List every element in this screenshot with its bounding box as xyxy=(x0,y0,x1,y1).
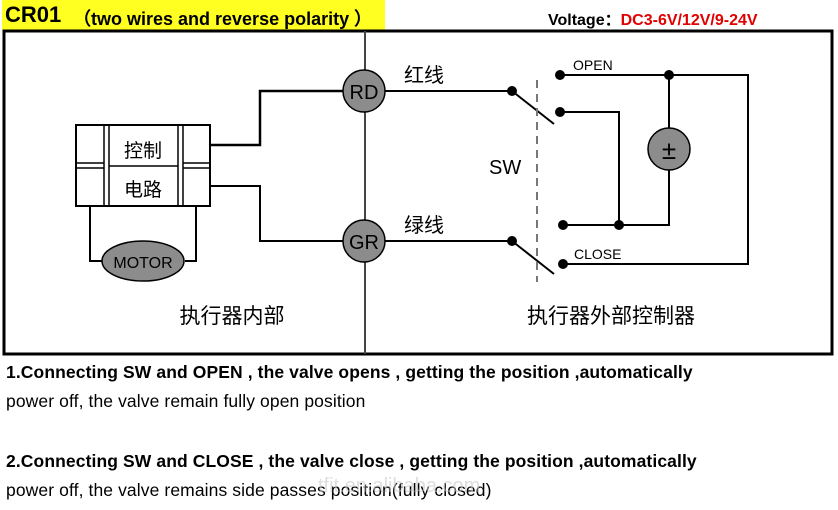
motor-icon xyxy=(101,240,185,282)
control-circuit-block: 控制 电路 xyxy=(75,124,211,207)
watermark: tfit.en.alibaba.com xyxy=(318,475,481,497)
instruction-2-line2: power off, the valve remains side passes… xyxy=(6,480,492,500)
instruction-1-line1: 1.Connecting SW and OPEN , the valve ope… xyxy=(6,362,693,382)
switch-arm-bottom xyxy=(511,240,555,275)
green-terminal-label: GR xyxy=(349,232,379,254)
common-wire xyxy=(560,111,620,225)
voltage-value: DC3-6V/12V/9-24V xyxy=(620,12,758,29)
power-wire-bottom xyxy=(619,170,670,226)
title-highlight-bar xyxy=(2,0,385,30)
instruction-1-term-open: OPEN xyxy=(192,362,243,382)
instruction-1-prefix: Connecting xyxy=(20,362,124,382)
instruction-2-term-sw: SW xyxy=(123,451,152,471)
instruction-1-line2: power off, the valve remain fully open p… xyxy=(6,391,366,411)
control-circuit-label-2: 电路 xyxy=(124,179,162,201)
diagram-frame xyxy=(2,29,834,356)
inside-actuator-label: 执行器内部 xyxy=(180,304,285,328)
switch-label: SW xyxy=(489,157,521,179)
voltage-spec: Voltage：DC3-6V/12V/9-24V xyxy=(548,6,758,30)
instruction-2-number: 2. xyxy=(6,451,21,471)
instruction-2-line1: 2.Connecting SW and CLOSE , the valve cl… xyxy=(6,451,697,471)
motor-block: MOTOR xyxy=(89,206,197,282)
control-circuit-label-1: 控制 xyxy=(124,140,162,162)
motor-label: MOTOR xyxy=(113,255,172,272)
external-controller-label: 执行器外部控制器 xyxy=(527,304,695,328)
power-symbol: ± xyxy=(662,135,676,165)
red-wire-label: 红线 xyxy=(404,63,444,87)
open-label: OPEN xyxy=(573,57,613,73)
green-wire-inner xyxy=(210,185,343,242)
instruction-1: 1.Connecting SW and OPEN , the valve ope… xyxy=(6,362,693,412)
voltage-label: Voltage： xyxy=(548,12,621,29)
red-wire-inner xyxy=(210,89,343,147)
close-label: CLOSE xyxy=(574,246,621,262)
instruction-2-mid: and xyxy=(151,451,193,471)
model-title: CR01 xyxy=(5,2,62,27)
power-source-icon xyxy=(647,127,691,171)
red-terminal-label: RD xyxy=(350,82,379,104)
instruction-1-mid: and xyxy=(151,362,193,382)
instruction-2-term-close: CLOSE xyxy=(192,451,254,471)
instruction-2-prefix: Connecting xyxy=(20,451,124,471)
switch-arm-top xyxy=(511,90,555,125)
model-subtitle: （two wires and reverse polarity ） xyxy=(73,9,373,29)
instruction-2-rest: , the valve close , getting the position… xyxy=(253,451,697,471)
instruction-1-number: 1. xyxy=(6,362,21,382)
instruction-1-term-sw: SW xyxy=(123,362,152,382)
green-wire-label: 绿线 xyxy=(404,213,444,237)
instruction-1-rest: , the valve opens , getting the position… xyxy=(242,362,693,382)
open-close-loop-wire xyxy=(560,74,749,265)
instruction-2: 2.Connecting SW and CLOSE , the valve cl… xyxy=(6,451,697,501)
